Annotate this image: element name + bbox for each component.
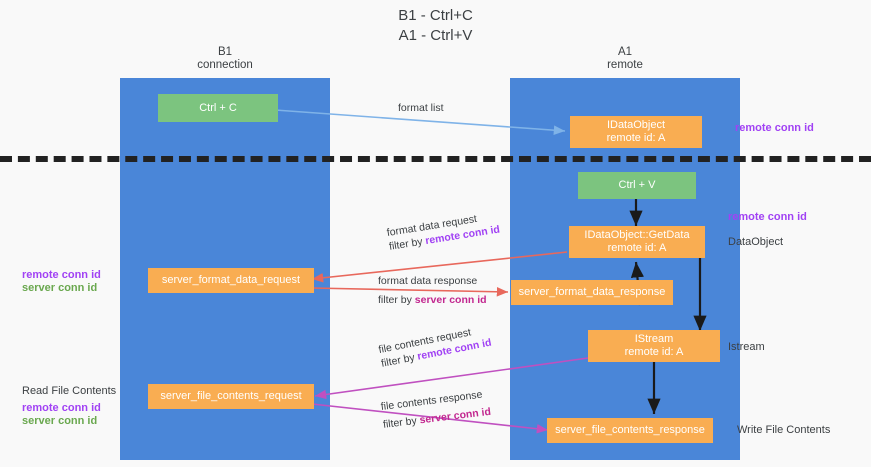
label-istream: Istream <box>728 341 765 353</box>
node-istream[interactable]: IStream remote id: A <box>588 330 720 362</box>
label-left-server-conn-id: server conn id <box>22 282 98 294</box>
label-read-file-contents: Read File Contents <box>22 385 117 397</box>
label-left-file-remote-conn-id: remote conn id <box>22 402 101 414</box>
label-remote-conn-id-mid: remote conn id <box>728 211 807 223</box>
node-server-format-data-response[interactable]: server_format_data_response <box>511 280 673 305</box>
column-header-a1: A1 remote <box>607 46 643 71</box>
edge-label-file-contents-request-group: file contents request filter by remote c… <box>377 322 493 371</box>
section-divider <box>0 156 871 162</box>
edge-label-format-data-request-group: format data request filter by remote con… <box>386 209 501 254</box>
label-left-file-server-conn-id: server conn id <box>22 415 98 427</box>
node-ctrl-c[interactable]: Ctrl + C <box>158 94 278 122</box>
edge-label-format-list: format list <box>398 102 444 114</box>
column-header-b1: B1 connection <box>197 46 253 71</box>
node-server-file-contents-response[interactable]: server_file_contents_response <box>547 418 713 443</box>
node-idataobject-getdata[interactable]: IDataObject::GetData remote id: A <box>569 226 705 258</box>
node-server-file-contents-request[interactable]: server_file_contents_request <box>148 384 314 409</box>
edge-label-format-data-response-filter: filter by server conn id <box>378 294 487 306</box>
label-remote-conn-id-top: remote conn id <box>735 122 814 134</box>
node-server-format-data-request[interactable]: server_format_data_request <box>148 268 314 293</box>
edge-label-format-data-response: format data response <box>378 275 478 287</box>
node-ctrl-v[interactable]: Ctrl + V <box>578 172 696 199</box>
page-title: B1 - Ctrl+C A1 - Ctrl+V <box>398 7 473 44</box>
label-left-remote-conn-id: remote conn id <box>22 269 101 281</box>
label-dataobject: DataObject <box>728 236 784 248</box>
edge-label-format-data-response-group: format data response filter by server co… <box>378 274 487 307</box>
edge-label-file-contents-response-group: file contents response filter by server … <box>380 387 492 432</box>
label-write-file-contents: Write File Contents <box>737 424 831 436</box>
node-idataobject[interactable]: IDataObject remote id: A <box>570 116 702 148</box>
